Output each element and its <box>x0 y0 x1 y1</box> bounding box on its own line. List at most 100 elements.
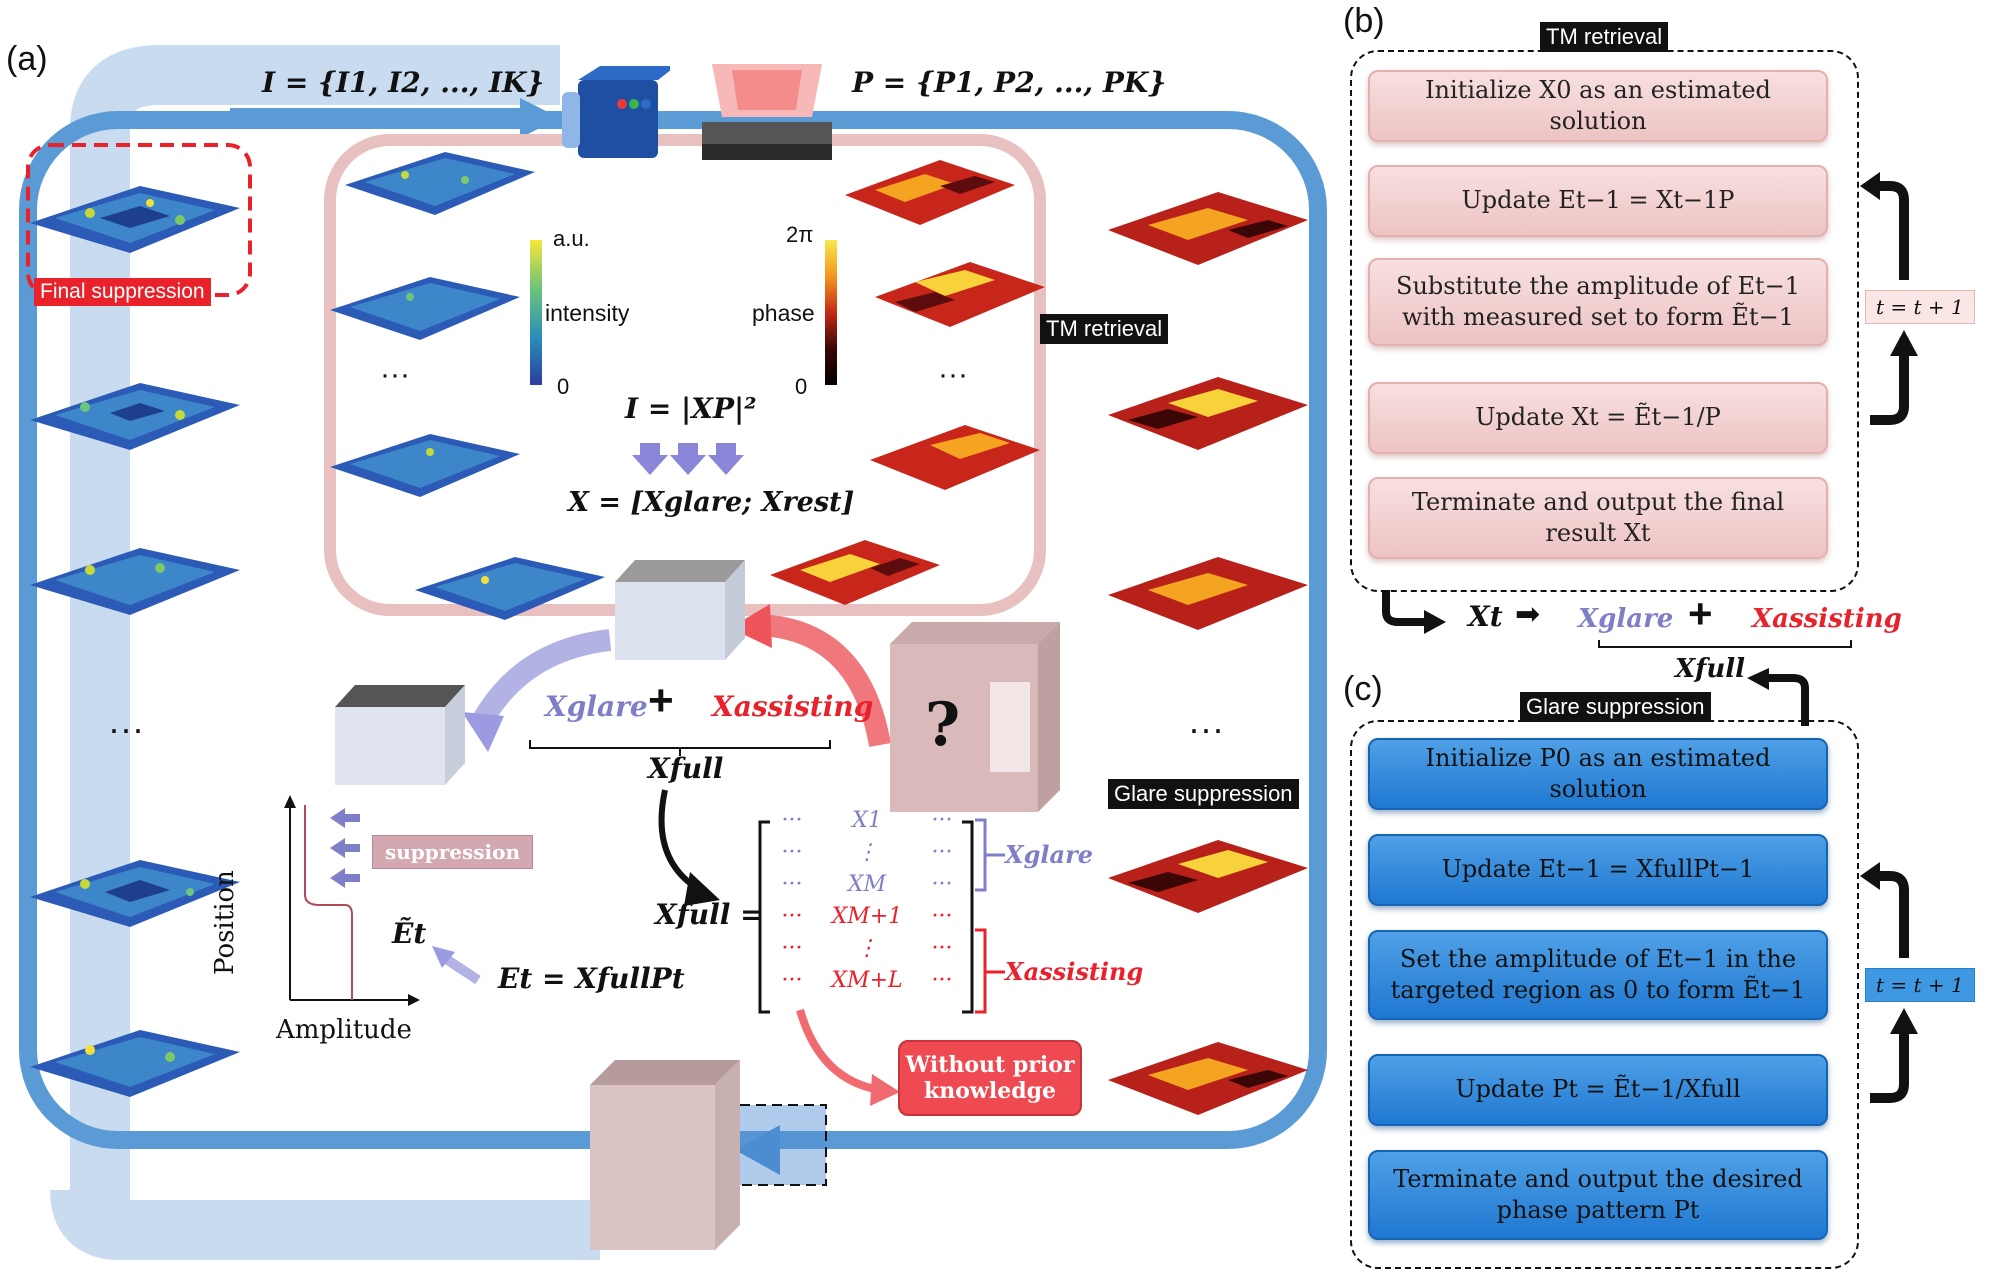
intensity-colorbar-bottom: 0 <box>557 374 570 399</box>
matrix-cell: ··· <box>781 968 803 993</box>
intensity-surface <box>30 1002 240 1102</box>
camera-icon <box>560 62 676 172</box>
output-x-full: Xfull <box>1675 654 1746 684</box>
panel-c-loop-arrow <box>1860 862 1918 1103</box>
phase-colorbar-bottom: 0 <box>795 374 808 399</box>
matrix-row: ···⋮··· <box>772 936 962 968</box>
phase-set-label: P = {P1, P2, ..., PK} <box>852 66 1167 99</box>
e-equation: Et = XfullPt <box>498 962 685 995</box>
matrix-cell: XM <box>847 872 887 897</box>
phase-pattern <box>1108 365 1308 455</box>
x-full-label: Xfull <box>648 752 724 785</box>
output-brace <box>1598 640 1852 648</box>
amplitude-axis-label: Amplitude <box>276 1015 412 1045</box>
tm-step-substitute: Substitute the amplitude of Et−1 with me… <box>1368 258 1828 346</box>
phase-pattern <box>1108 545 1308 635</box>
matrix-cell: ··· <box>931 872 953 897</box>
panel-b-title: TM retrieval <box>1540 22 1669 52</box>
panel-a-letter: (a) <box>6 40 48 78</box>
matrix-row: ···X1··· <box>772 808 962 840</box>
scattering-medium-bottom <box>590 1060 740 1250</box>
output-plus: + <box>1688 590 1713 637</box>
tm-retrieval-tag: TM retrieval <box>1040 314 1169 344</box>
intensity-set-label: I = {I1, I2, ..., IK} <box>262 66 545 99</box>
suppression-badge: suppression <box>372 835 534 869</box>
intensity-surface <box>30 355 240 455</box>
matrix-cell: XM+L <box>831 968 903 993</box>
gs-step-update-e: Update Et−1 = XfullPt−1 <box>1368 834 1828 906</box>
ellipsis-inner-left: ··· <box>380 358 410 391</box>
tm-step-initialize: Initialize X0 as an estimated solution <box>1368 70 1828 142</box>
matrix-cell: ··· <box>781 808 803 833</box>
intensity-surface <box>30 158 240 258</box>
phase-pattern <box>870 415 1040 495</box>
panel-b-loop-arrow <box>1860 172 1918 425</box>
gs-step-terminate: Terminate and output the desired phase p… <box>1368 1150 1828 1240</box>
phase-colorbar-label: phase <box>752 300 815 326</box>
x-split-equation: X = [Xglare; Xrest] <box>568 487 855 518</box>
gs-step-update-p: Update Pt = Ẽt−1/Xfull <box>1368 1054 1828 1126</box>
unknown-question-mark: ? <box>925 690 961 760</box>
model-equation: I = |XP|² <box>625 392 757 425</box>
gs-step-set-amplitude: Set the amplitude of Et−1 in the targete… <box>1368 930 1828 1020</box>
tm-step-update-e: Update Et−1 = Xt−1P <box>1368 165 1828 237</box>
intensity-colorbar <box>530 240 542 385</box>
tm-step-update-x: Update Xt = Ẽt−1/P <box>1368 382 1828 454</box>
matrix-cell: ··· <box>931 904 953 929</box>
unknown-box <box>890 622 1060 812</box>
matrix-row: ··· ⋮ ··· <box>772 840 962 872</box>
output-right-arrow: ➡ <box>1515 598 1541 631</box>
position-axis-label: Position <box>210 870 240 975</box>
gs-iteration-label: t = t + 1 <box>1865 968 1975 1002</box>
matrix-row: ··· XM ··· <box>772 872 962 904</box>
intensity-surface <box>30 832 240 932</box>
output-xt: Xt <box>1468 600 1503 633</box>
ellipsis-inner-right: ··· <box>938 358 968 391</box>
intensity-colorbar-label: intensity <box>545 300 630 326</box>
matrix-cell: ··· <box>931 936 953 961</box>
scattering-medium-cube-left <box>335 685 465 785</box>
phase-pattern <box>770 530 940 610</box>
panel-b-letter: (b) <box>1343 2 1385 40</box>
scattering-medium-cube <box>615 560 745 660</box>
panel-c-title: Glare suppression <box>1520 692 1711 722</box>
phase-pattern <box>1108 180 1308 270</box>
intensity-colorbar-top: a.u. <box>553 226 590 251</box>
tm-step-terminate: Terminate and output the final result Xt <box>1368 477 1828 559</box>
intensity-surface <box>330 412 520 502</box>
plus-sign: + <box>648 676 674 725</box>
matrix-lhs: Xfull = <box>655 898 764 931</box>
matrix-assist-brace-label: Xassisting <box>1005 957 1144 986</box>
panel-c-letter: (c) <box>1343 670 1383 708</box>
phase-pattern <box>875 252 1045 332</box>
intensity-surface <box>415 535 605 625</box>
panel-a-loop-graphics <box>19 45 1327 1260</box>
phase-colorbar <box>825 240 837 385</box>
matrix-cell: ⋮ <box>856 840 878 865</box>
ellipsis-left: ··· <box>108 708 144 749</box>
intensity-surface <box>30 520 240 620</box>
without-prior-knowledge-badge: Without prior knowledge <box>898 1040 1082 1116</box>
matrix-cell: XM+1 <box>831 904 903 929</box>
phase-pattern <box>845 150 1015 230</box>
glare-suppression-tag: Glare suppression <box>1108 779 1299 809</box>
matrix-cell: X1 <box>852 808 882 833</box>
matrix-cell: ⋮ <box>856 936 878 961</box>
phase-colorbar-top: 2π <box>786 222 814 247</box>
intensity-surface <box>345 130 535 220</box>
xfull-to-c-arrow <box>1747 668 1809 726</box>
output-x-assisting: Xassisting <box>1752 604 1902 634</box>
phase-pattern <box>1108 828 1308 918</box>
ellipsis-right: ··· <box>1188 708 1224 749</box>
gs-step-initialize: Initialize P0 as an estimated solution <box>1368 738 1828 810</box>
x-assisting-label: Xassisting <box>712 690 874 723</box>
matrix-row: ··· XM+1 ··· <box>772 904 962 936</box>
final-suppression-tag: Final suppression <box>34 278 211 306</box>
matrix-cell: ··· <box>781 840 803 865</box>
slm-icon <box>692 62 842 172</box>
x-glare-label: Xglare <box>545 690 648 723</box>
matrix-cell: ··· <box>781 904 803 929</box>
matrix-cell: ··· <box>931 840 953 865</box>
tm-iteration-label: t = t + 1 <box>1865 290 1975 324</box>
matrix-cell: ··· <box>781 872 803 897</box>
